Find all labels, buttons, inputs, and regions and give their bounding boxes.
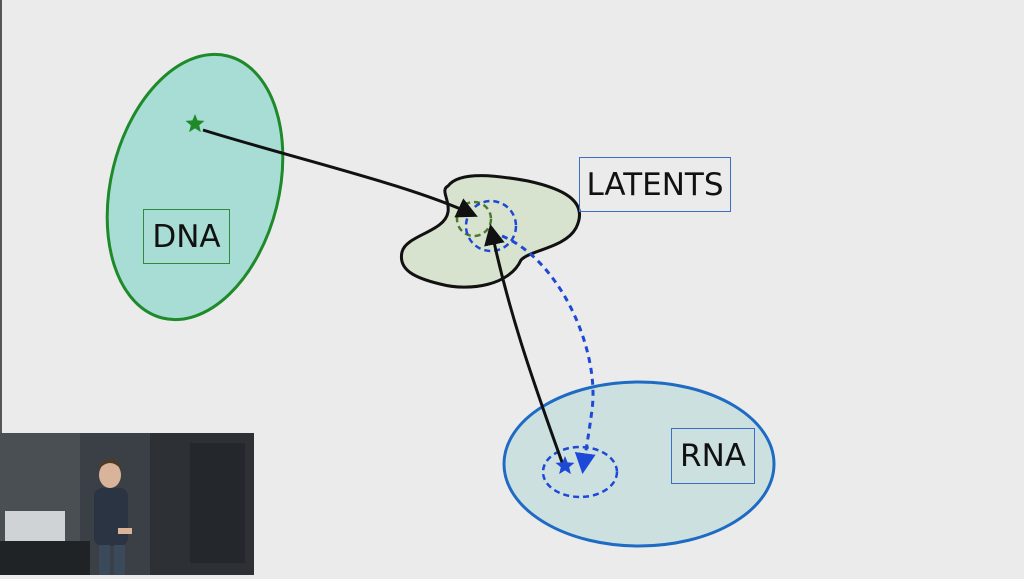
latents-label: LATENTS [579,157,731,212]
rna-region [502,380,776,548]
latent-dna-encoding-circle [455,200,493,238]
rna-label: RNA [671,428,755,484]
dna-label: DNA [143,209,230,264]
latent-rna-encoding-circle [464,199,518,253]
dna-to-latent-arrow [202,128,478,218]
dna-sample-star-icon [185,114,205,133]
presenter-video [0,433,254,575]
latent-to-rna-dashed-arrow [501,234,596,475]
presenter-video-icon [0,433,254,575]
rna-reconstruction-circle [541,445,619,499]
rna-sample-star-icon [555,456,575,475]
dna-region [105,52,285,322]
rna-to-latent-arrow [484,223,565,466]
